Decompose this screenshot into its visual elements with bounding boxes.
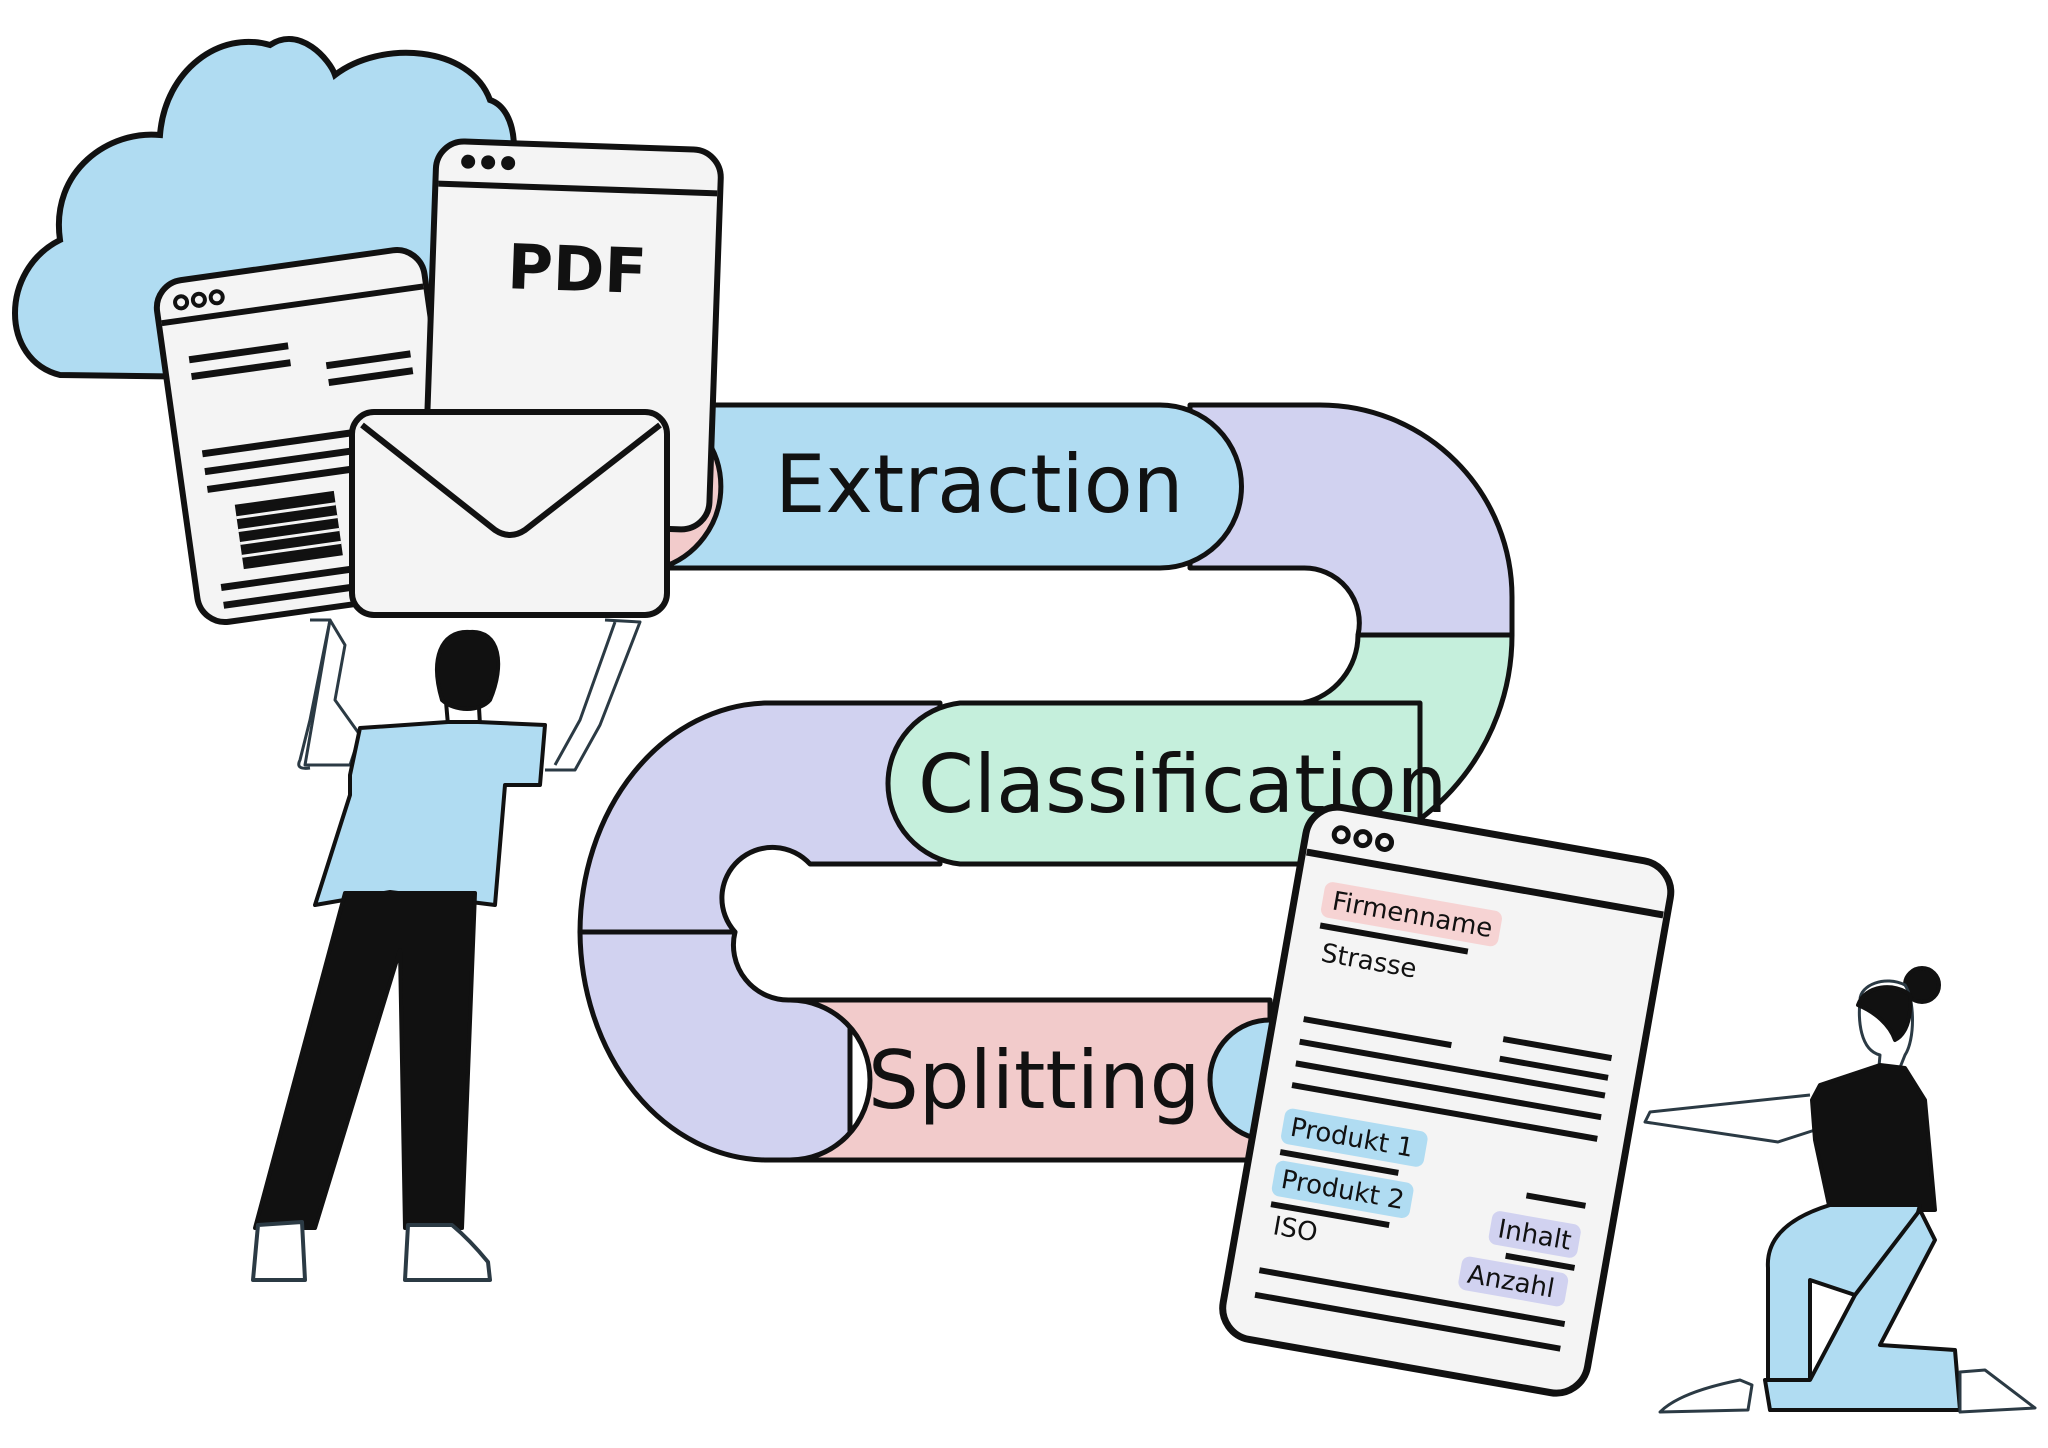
connector-left-upper — [577, 700, 943, 935]
stage-label-extraction: Extraction — [775, 438, 1183, 531]
window-dot-icon — [1353, 829, 1373, 849]
connector-left-lower — [577, 929, 853, 1163]
person-kneeling-icon — [1643, 966, 2037, 1414]
result-document: Firmenname Strasse Produkt 1 Produkt 2 I… — [1219, 803, 1675, 1397]
stage-pill-extraction — [657, 402, 1244, 571]
window-dot-icon — [1331, 825, 1351, 845]
person-standing-icon — [251, 618, 642, 1282]
connector-right-top — [1187, 402, 1515, 638]
stage-pill-classification — [885, 700, 1423, 867]
stage-label-splitting: Splitting — [868, 1034, 1200, 1127]
stage-labels: Extraction Classification Splitting — [775, 438, 1447, 1127]
result-document-page — [1219, 803, 1675, 1397]
stage-pill-splitting — [787, 997, 1273, 1163]
window-dot-icon — [1375, 832, 1395, 852]
envelope-icon — [349, 409, 670, 618]
pdf-label: PDF — [506, 230, 648, 308]
